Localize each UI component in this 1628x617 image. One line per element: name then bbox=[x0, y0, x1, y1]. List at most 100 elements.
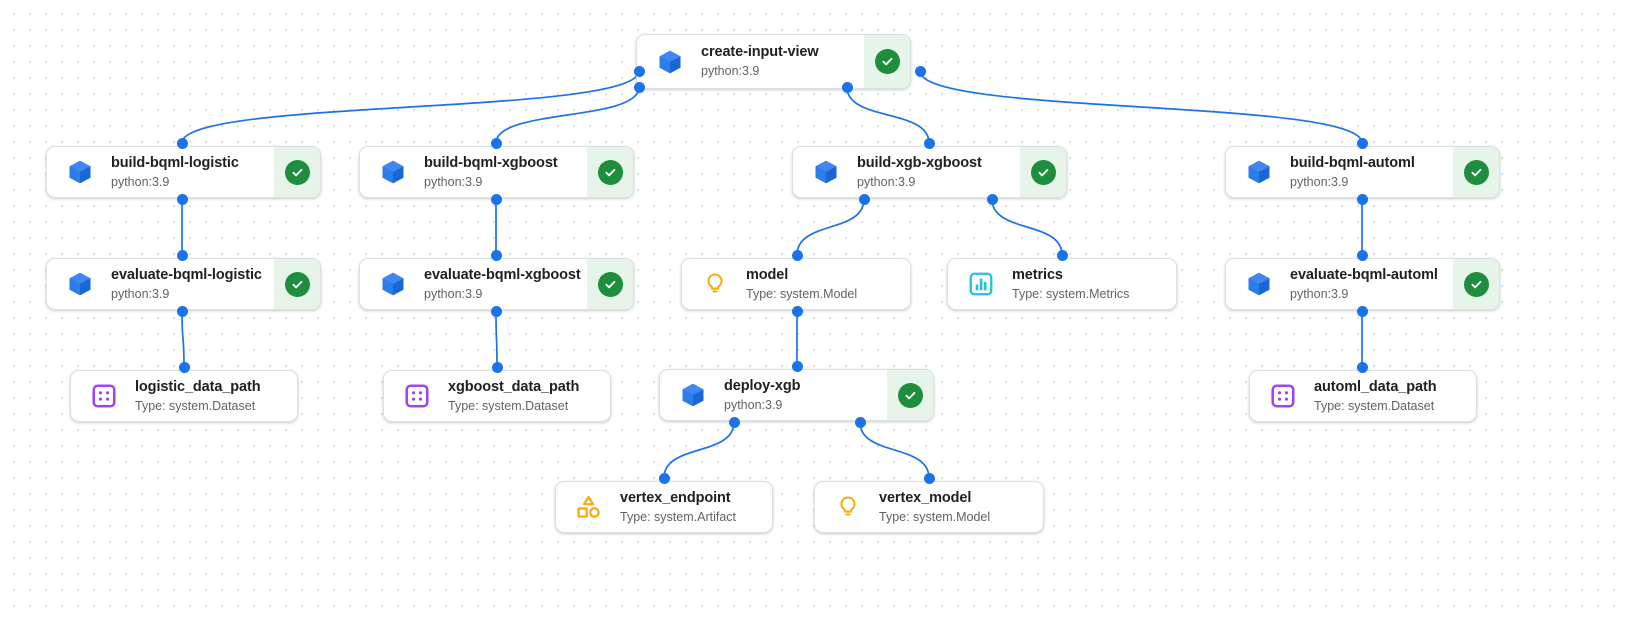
port-in[interactable] bbox=[923, 137, 935, 149]
node-subtitle: python:3.9 bbox=[424, 286, 483, 301]
lightbulb-icon bbox=[833, 492, 863, 522]
node-subtitle: python:3.9 bbox=[111, 286, 170, 301]
port-out[interactable] bbox=[1356, 305, 1368, 317]
artifact-shapes-icon bbox=[574, 492, 604, 522]
node-subtitle: Type: system.Model bbox=[879, 509, 991, 524]
port-in[interactable] bbox=[178, 361, 190, 373]
cube-icon bbox=[655, 47, 685, 77]
edge-create-input-view-to-build-bqml-automl bbox=[919, 70, 1363, 144]
node-title: vertex_endpoint bbox=[620, 489, 731, 506]
port-in[interactable] bbox=[791, 249, 803, 261]
port-out[interactable] bbox=[841, 81, 853, 93]
node-subtitle: python:3.9 bbox=[1290, 286, 1349, 301]
edge-deploy-xgb-to-vertex_endpoint bbox=[663, 421, 735, 479]
port-out[interactable] bbox=[728, 416, 740, 428]
edge-create-input-view-to-build-bqml-logistic bbox=[181, 70, 640, 144]
node-title: build-xgb-xgboost bbox=[857, 154, 982, 171]
node-title: xgboost_data_path bbox=[448, 378, 580, 395]
port-out[interactable] bbox=[176, 193, 188, 205]
cube-icon bbox=[65, 269, 95, 299]
node-title: evaluate-bqml-automl bbox=[1290, 266, 1438, 283]
port-out[interactable] bbox=[854, 416, 866, 428]
node-title: vertex_model bbox=[879, 489, 972, 506]
status-panel bbox=[1453, 259, 1499, 309]
node-subtitle: Type: system.Model bbox=[746, 286, 858, 301]
cube-icon bbox=[378, 269, 408, 299]
port-out[interactable] bbox=[858, 193, 870, 205]
edge-deploy-xgb-to-vertex_model bbox=[859, 421, 930, 479]
port-in[interactable] bbox=[658, 472, 670, 484]
check-circle-icon bbox=[284, 271, 310, 297]
port-out[interactable] bbox=[490, 305, 502, 317]
edge-evaluate-bqml-logistic-to-logistic_data_path bbox=[181, 310, 185, 368]
graph-node-evaluate-bqml-logistic[interactable]: evaluate-bqml-logistic python:3.9 bbox=[46, 258, 321, 310]
node-body: evaluate-bqml-automl python:3.9 bbox=[1226, 259, 1453, 309]
port-in[interactable] bbox=[491, 361, 503, 373]
node-title: build-bqml-xgboost bbox=[424, 154, 558, 171]
port-out[interactable] bbox=[986, 193, 998, 205]
port-in[interactable] bbox=[1056, 249, 1068, 261]
port-out[interactable] bbox=[633, 81, 645, 93]
check-circle-icon bbox=[1463, 271, 1489, 297]
node-text: create-input-view python:3.9 bbox=[701, 43, 819, 80]
graph-node-deploy-xgb[interactable]: deploy-xgb python:3.9 bbox=[659, 369, 934, 421]
port-in[interactable] bbox=[176, 137, 188, 149]
port-in[interactable] bbox=[1356, 361, 1368, 373]
port-out[interactable] bbox=[633, 65, 645, 77]
port-in[interactable] bbox=[490, 137, 502, 149]
node-title: evaluate-bqml-logistic bbox=[111, 266, 262, 283]
port-out[interactable] bbox=[914, 65, 926, 77]
port-out[interactable] bbox=[791, 305, 803, 317]
check-circle-icon bbox=[1463, 159, 1489, 185]
graph-node-evaluate-bqml-automl[interactable]: evaluate-bqml-automl python:3.9 bbox=[1225, 258, 1500, 310]
dataset-icon bbox=[1268, 381, 1298, 411]
node-title: deploy-xgb bbox=[724, 377, 801, 394]
node-body: create-input-view python:3.9 bbox=[637, 35, 864, 88]
port-in[interactable] bbox=[176, 249, 188, 261]
port-in[interactable] bbox=[791, 360, 803, 372]
cube-icon bbox=[1244, 157, 1274, 187]
check-circle-icon bbox=[597, 271, 623, 297]
port-out[interactable] bbox=[490, 193, 502, 205]
port-in[interactable] bbox=[1356, 249, 1368, 261]
port-in[interactable] bbox=[1356, 137, 1368, 149]
node-title: create-input-view bbox=[701, 44, 819, 60]
edge-build-xgb-xgboost-to-metrics bbox=[991, 198, 1063, 256]
node-subtitle: python:3.9 bbox=[111, 174, 170, 189]
port-in[interactable] bbox=[923, 472, 935, 484]
port-out[interactable] bbox=[1356, 193, 1368, 205]
node-subtitle: python:3.9 bbox=[724, 397, 783, 412]
graph-node-create-input-view[interactable]: create-input-view python:3.9 bbox=[636, 34, 911, 89]
port-out[interactable] bbox=[176, 305, 188, 317]
edge-evaluate-bqml-xgboost-to-xgboost_data_path bbox=[495, 310, 498, 368]
port-in[interactable] bbox=[490, 249, 502, 261]
status-panel bbox=[587, 147, 633, 197]
node-subtitle: python:3.9 bbox=[701, 64, 760, 79]
node-body: evaluate-bqml-logistic python:3.9 bbox=[47, 259, 274, 309]
